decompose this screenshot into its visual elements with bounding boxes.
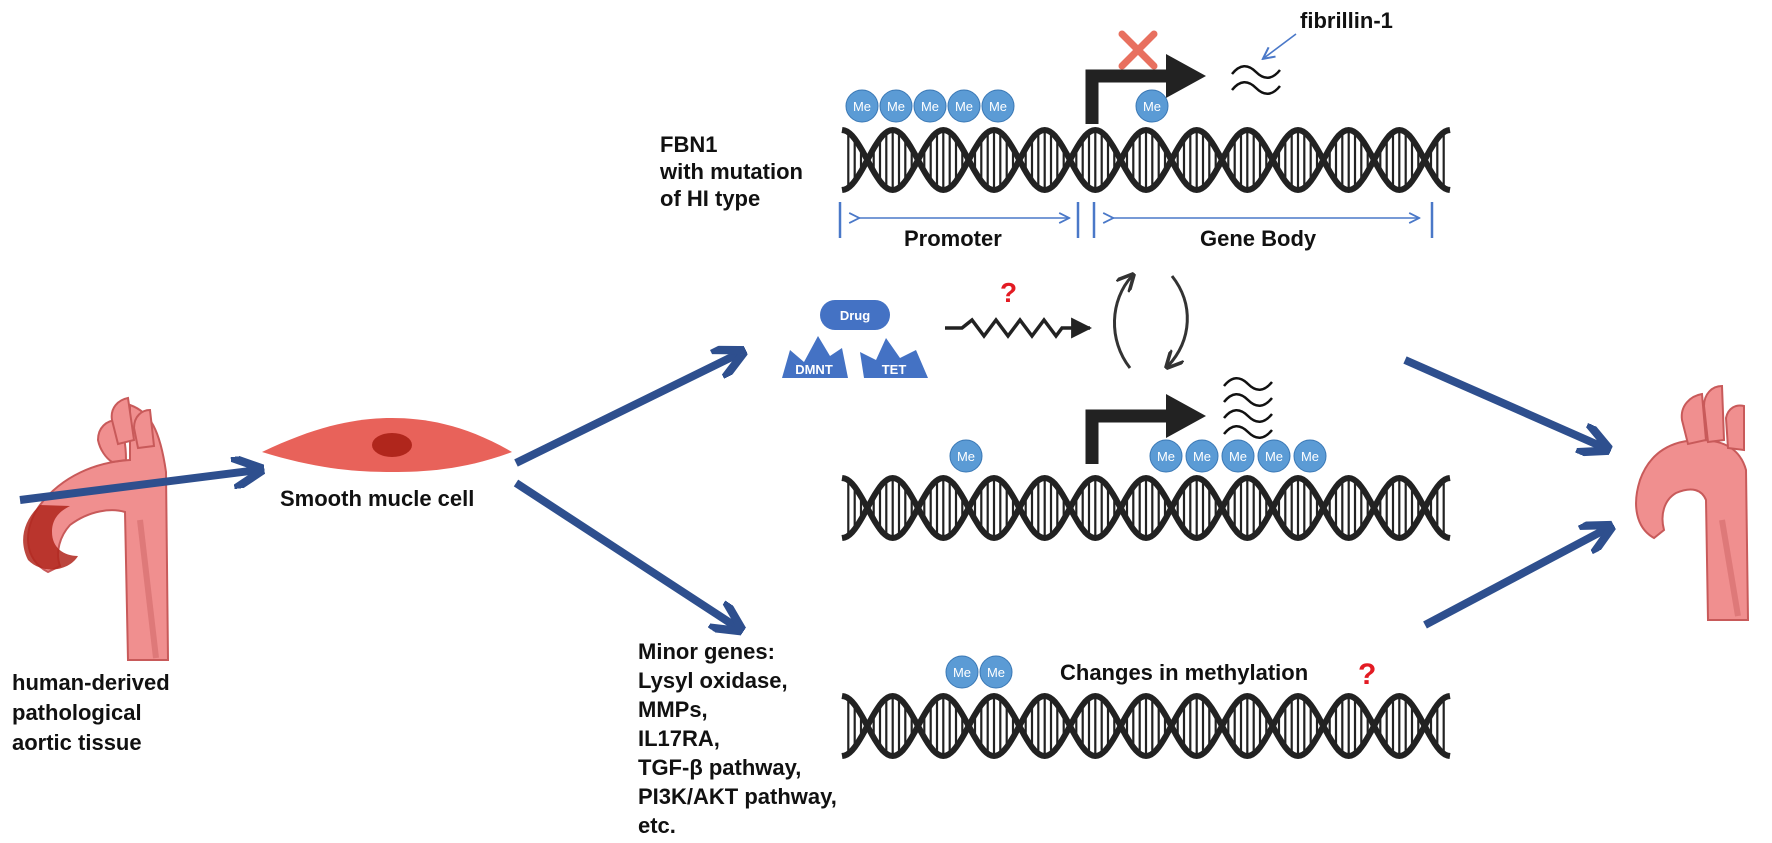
methyl-label: Me	[989, 99, 1007, 114]
question-mark-drug-effect: ?	[1000, 277, 1017, 308]
tissue-label: human-derived pathological aortic tissue	[12, 670, 176, 755]
question-mark-methylation: ?	[1358, 658, 1376, 691]
fibrillin-pointer-arrow	[1264, 33, 1297, 58]
methyl-group-icon: Me	[845, 89, 879, 123]
arrow-cell-to-drug	[514, 353, 740, 467]
dna-helix-bottom	[841, 692, 1451, 760]
methyl-group-icon: Me	[913, 89, 947, 123]
methyl-group-icon: Me	[981, 89, 1015, 123]
dmnt-enzyme-icon: DMNT	[782, 336, 848, 378]
methyl-group-icon: Me	[979, 655, 1013, 689]
methyl-label: Me	[887, 99, 905, 114]
dna-strand	[841, 474, 1451, 542]
transcript-wave-icon-top	[1231, 65, 1281, 95]
dna-strand	[841, 692, 1451, 760]
dna-strand	[841, 126, 1451, 194]
arrow-minor-to-aorta	[1423, 528, 1608, 629]
dna-strand	[841, 474, 1451, 542]
methyl-label: Me	[987, 665, 1005, 680]
methyl-group-icon: Me	[1293, 439, 1327, 473]
methyl-group-icon: Me	[879, 89, 913, 123]
transcription-start-arrow-middle	[1085, 394, 1206, 464]
aorta-left-icon	[23, 396, 170, 661]
promoter-label: Promoter	[904, 226, 1002, 251]
methyl-label: Me	[1265, 449, 1283, 464]
smooth-muscle-cell-label: Smooth mucle cell	[280, 486, 474, 511]
methyl-group-icon: Me	[1257, 439, 1291, 473]
cycle-arrows-icon	[1113, 276, 1189, 368]
dna-helix-top	[841, 126, 1451, 194]
tet-enzyme-icon: TET	[860, 338, 928, 378]
methyl-label: Me	[1143, 99, 1161, 114]
fbn1-label: FBN1 with mutation of HI type	[659, 132, 809, 211]
methyl-label: Me	[1301, 449, 1319, 464]
zigzag-effect-arrow	[945, 317, 1093, 339]
fibrillin-label: fibrillin-1	[1300, 8, 1393, 33]
methyl-group-icon: Me	[949, 439, 983, 473]
aorta-right-icon	[1635, 384, 1750, 621]
methyl-group-icon: Me	[1185, 439, 1219, 473]
methyl-label: Me	[955, 99, 973, 114]
gene-body-label: Gene Body	[1200, 226, 1317, 251]
minor-genes-label: Minor genes: Lysyl oxidase, MMPs, IL17RA…	[638, 639, 843, 838]
methyl-group-icon: Me	[1135, 89, 1169, 123]
smooth-muscle-cell-icon	[262, 418, 512, 472]
methyl-label: Me	[1193, 449, 1211, 464]
arrow-dna-to-aorta	[1403, 356, 1605, 448]
arrow-cell-to-minor-genes	[513, 479, 738, 628]
methyl-label: Me	[853, 99, 871, 114]
drug-label: Drug	[840, 308, 870, 323]
dmnt-label: DMNT	[795, 362, 833, 377]
drug-icon: Drug	[820, 300, 890, 330]
methyl-group-icon: Me	[1221, 439, 1255, 473]
methyl-label: Me	[1229, 449, 1247, 464]
changes-in-methylation-label: Changes in methylation	[1060, 660, 1308, 685]
dna-strand	[841, 692, 1451, 760]
methyl-label: Me	[921, 99, 939, 114]
region-markers	[838, 202, 1434, 238]
dna-helix-middle	[841, 474, 1451, 542]
methyl-group-icon: Me	[945, 655, 979, 689]
methyl-group-icon: Me	[947, 89, 981, 123]
methyl-group-icon: Me	[1149, 439, 1183, 473]
methyl-label: Me	[1157, 449, 1175, 464]
flow-arrows	[19, 353, 1608, 629]
dna-strand	[841, 126, 1451, 194]
methyl-label: Me	[957, 449, 975, 464]
transcription-blocked-cross-icon	[1118, 30, 1158, 70]
arrow-tissue-to-cell	[19, 470, 258, 504]
transcript-wave-icon-middle	[1223, 377, 1273, 439]
methyl-label: Me	[953, 665, 971, 680]
tet-label: TET	[882, 362, 907, 377]
transcription-start-arrow-top	[1085, 54, 1206, 124]
labels: FBN1 with mutation of HI type Promoter G…	[12, 8, 1393, 838]
